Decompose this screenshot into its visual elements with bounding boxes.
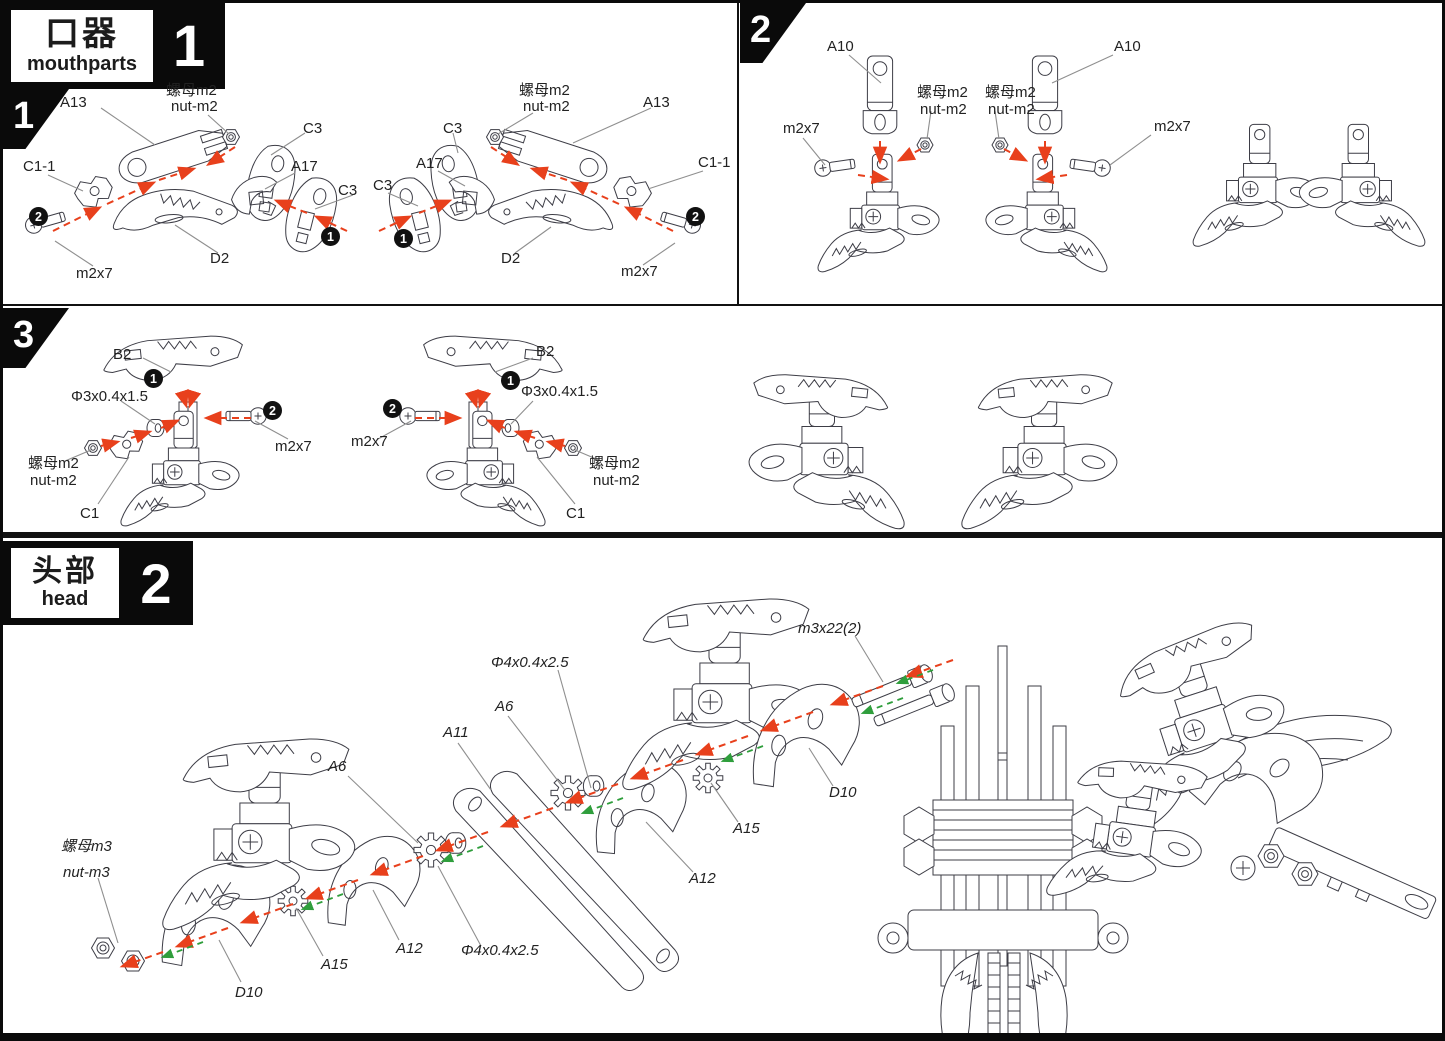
head-exploded-diagram [90, 538, 1442, 1033]
label-nut-m2-en: nut-m2 [523, 98, 570, 115]
section-title-zh: 头部 [32, 555, 98, 589]
label-m2x7: m2x7 [351, 433, 388, 450]
label-c1-1: C1-1 [698, 154, 731, 171]
label-a10: A10 [827, 38, 854, 55]
label-a15: A15 [733, 820, 760, 837]
label-m2x7: m2x7 [1154, 118, 1191, 135]
label-c1: C1 [566, 505, 586, 522]
label-d2: D2 [210, 250, 230, 267]
label-nut-m2-en: nut-m2 [920, 101, 967, 118]
section-title-en: head [41, 587, 89, 610]
label-a17: A17 [416, 155, 443, 172]
a11-arm-pair [453, 771, 678, 990]
section-number: 2 [140, 551, 172, 615]
order-marker-1: 1 [144, 369, 163, 388]
label-nut-m3-zh: 螺母m3 [61, 838, 112, 855]
order-marker-1: 1 [501, 371, 520, 390]
label-m3x22: m3x22(2) [798, 620, 862, 637]
label-nut-m2-en: nut-m2 [30, 472, 77, 489]
label-washer3: Φ3x0.4x1.5 [71, 388, 149, 405]
label-nut-m2-zh: 螺母m2 [166, 82, 217, 99]
section-title-box: 头部 head [11, 548, 119, 618]
label-m2x7: m2x7 [621, 263, 658, 280]
section-header-mouthparts: 口器 mouthparts 1 [3, 3, 225, 89]
label-nut-m2-en: nut-m2 [171, 98, 218, 115]
label-a12: A12 [689, 870, 716, 887]
label-a6: A6 [495, 698, 514, 715]
section-divider-bar [3, 532, 1442, 538]
section-number: 1 [172, 13, 206, 79]
label-a15: A15 [321, 956, 348, 973]
label-a12: A12 [396, 940, 423, 957]
label-a10: A10 [1114, 38, 1141, 55]
label-nut-m3-en: nut-m3 [63, 864, 110, 881]
order-marker-2: 2 [263, 401, 282, 420]
step3-exploded-diagram [3, 306, 1442, 534]
panel-divider-horizontal [3, 304, 1442, 306]
label-c1-1: C1-1 [23, 158, 56, 175]
label-a13: A13 [643, 94, 670, 111]
label-d2: D2 [501, 250, 521, 267]
label-nut-m2-zh: 螺母m2 [985, 84, 1036, 101]
order-marker-2: 2 [686, 207, 705, 226]
label-washer3: Φ3x0.4x1.5 [521, 383, 599, 400]
label-nut-m2-en: nut-m2 [988, 101, 1035, 118]
label-nut-m2-zh: 螺母m2 [917, 84, 968, 101]
section-header-head: 头部 head 2 [3, 541, 193, 625]
label-b2: B2 [113, 346, 132, 363]
label-nut-m2-zh: 螺母m2 [589, 455, 640, 472]
label-a17: A17 [291, 158, 318, 175]
label-b2: B2 [536, 343, 555, 360]
label-c3: C3 [373, 177, 393, 194]
section-title-zh: 口器 [45, 15, 119, 54]
label-d10: D10 [829, 784, 857, 801]
label-c3: C3 [303, 120, 323, 137]
section-title-en: mouthparts [27, 52, 137, 75]
label-c3: C3 [443, 120, 463, 137]
step2-exploded-diagram [740, 3, 1426, 304]
label-washer4: Φ4x0.4x2.5 [491, 654, 569, 671]
order-marker-2: 2 [29, 207, 48, 226]
label-a6: A6 [328, 758, 347, 775]
label-nut-m2-en: nut-m2 [593, 472, 640, 489]
label-nut-m2-zh: 螺母m2 [519, 82, 570, 99]
order-marker-1: 1 [321, 227, 340, 246]
label-a11: A11 [443, 724, 469, 741]
label-c1: C1 [80, 505, 100, 522]
label-washer4: Φ4x0.4x2.5 [461, 942, 539, 959]
head-assembled-view [1046, 610, 1437, 929]
label-c3: C3 [338, 182, 358, 199]
label-m2x7: m2x7 [783, 120, 820, 137]
order-marker-2: 2 [383, 399, 402, 418]
label-nut-m2-zh: 螺母m2 [28, 455, 79, 472]
section-title-box: 口器 mouthparts [11, 10, 153, 82]
order-marker-1: 1 [394, 229, 413, 248]
panel-divider-vertical [737, 3, 739, 306]
label-a13: A13 [60, 94, 87, 111]
label-m2x7: m2x7 [76, 265, 113, 282]
label-m2x7: m2x7 [275, 438, 312, 455]
label-d10: D10 [235, 984, 263, 1001]
step1-exploded-diagram [23, 3, 737, 304]
